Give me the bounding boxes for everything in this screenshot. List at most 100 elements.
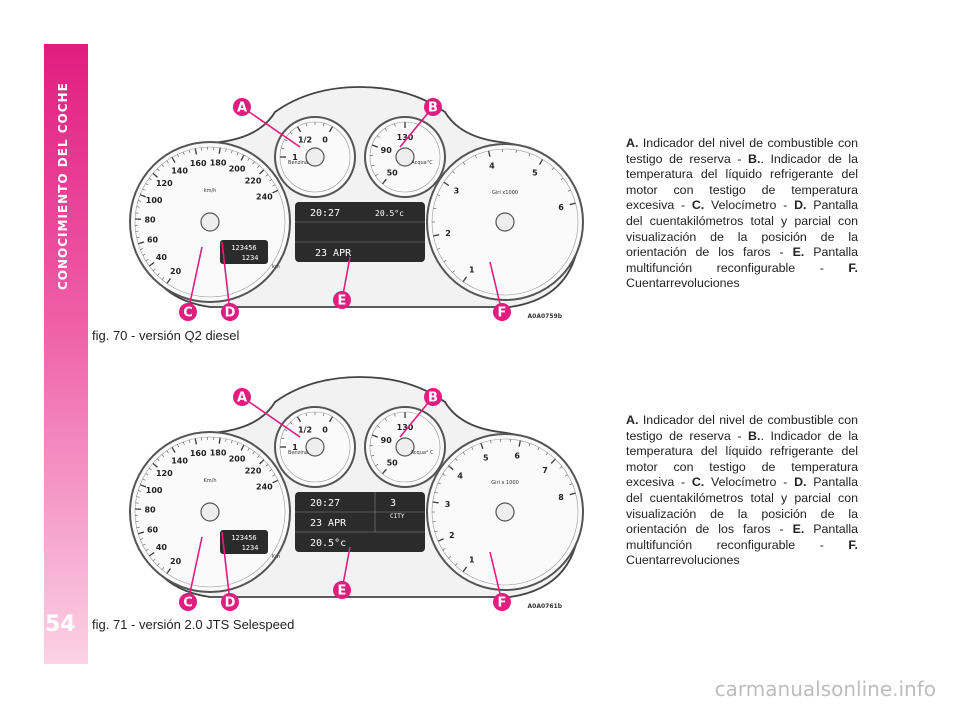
- speedometer-minor-tick: [171, 157, 174, 161]
- callout-c-leader: [187, 536, 203, 603]
- tachometer-minor-tick: [462, 569, 466, 572]
- fuel-gauge-minor-tick: [281, 437, 285, 440]
- speedometer-minor-tick: [272, 184, 276, 187]
- tachometer-tick-label: 2: [445, 229, 451, 238]
- odometer-display: [220, 530, 268, 554]
- speedometer-minor-tick: [231, 440, 233, 444]
- odometer-total: 123456: [231, 244, 256, 252]
- fuel-gauge-minor-tick: [305, 123, 308, 127]
- speedometer-minor-tick: [188, 149, 191, 153]
- description-key: A.: [626, 136, 639, 150]
- callout-d-letter: D: [225, 306, 236, 321]
- description-text: Velocímetro -: [704, 475, 795, 490]
- tachometer-minor-tick: [434, 530, 438, 533]
- callout-e-letter: E: [338, 294, 347, 309]
- speedometer-minor-tick: [156, 168, 160, 172]
- speedometer-minor-tick: [242, 444, 245, 448]
- tachometer-minor-tick: [537, 447, 540, 451]
- temperature-gauge-tick-label: 130: [397, 133, 414, 142]
- speedometer-minor-tick: [136, 206, 140, 208]
- speedometer-minor-tick: [166, 570, 169, 574]
- speedometer-minor-tick: [269, 179, 272, 182]
- speedometer-minor-tick: [225, 148, 227, 152]
- callout-e-marker: [333, 291, 351, 309]
- fuel-gauge-minor-tick: [281, 147, 285, 150]
- temperature-gauge-minor-tick: [394, 123, 396, 127]
- speedometer-minor-tick: [161, 454, 164, 458]
- description-key: E.: [792, 245, 805, 260]
- odometer-trip: 1234: [242, 544, 259, 552]
- tachometer-tick-label: 8: [558, 493, 564, 502]
- fuel-gauge-label: Benzina: [288, 450, 308, 456]
- callout-c-letter: C: [183, 596, 193, 611]
- description-text: . Indicador de la temperatura del líquid…: [626, 151, 858, 213]
- description-key: C.: [691, 198, 705, 213]
- speedometer-minor-tick: [194, 438, 197, 442]
- speedometer-minor-tick: [136, 526, 140, 528]
- callout-a-letter: A: [237, 101, 247, 116]
- callout-c-marker: [179, 303, 197, 321]
- temperature-gauge-minor-tick: [372, 144, 376, 147]
- tachometer-tick-label: 1: [469, 266, 475, 275]
- speedometer-minor-tick: [152, 463, 156, 466]
- display-temperature: 20.5°c: [375, 209, 404, 218]
- display-date: 23 APR: [310, 518, 347, 529]
- speedometer-tick-label: 20: [170, 557, 182, 566]
- speedometer-tick-label: 140: [171, 456, 188, 465]
- speedometer-minor-tick: [247, 447, 250, 451]
- callout-c-leader: [187, 246, 203, 313]
- speedometer-tick-label: 40: [156, 543, 168, 552]
- fuel-gauge-minor-tick: [330, 126, 333, 130]
- speedometer-tick-label: 240: [256, 483, 273, 492]
- callout-f-letter: F: [498, 596, 507, 611]
- tachometer-minor-tick: [567, 189, 571, 192]
- tachometer: 123456: [426, 143, 584, 301]
- tachometer-minor-tick: [572, 492, 576, 495]
- speedometer-tick-label: 180: [210, 449, 227, 458]
- speedometer-minor-tick: [140, 194, 144, 197]
- speedometer-tick-label: 60: [147, 525, 159, 534]
- speedometer-minor-tick: [236, 442, 239, 446]
- temperature-gauge-minor-tick: [375, 173, 379, 177]
- fuel-gauge-tick-label: 0: [322, 136, 328, 145]
- description-key: D.: [794, 198, 807, 213]
- speedometer-unit: km/h: [204, 188, 217, 194]
- tachometer-minor-tick: [519, 440, 521, 444]
- fuel-gauge-minor-tick: [290, 422, 293, 425]
- description-key: F.: [848, 537, 858, 552]
- speedometer-minor-tick: [261, 169, 265, 173]
- speedometer-minor-tick: [136, 236, 140, 238]
- fuel-gauge-tick-label: 1/2: [298, 426, 312, 435]
- speedometer-tick-label: 200: [229, 454, 246, 463]
- speedometer-minor-tick: [157, 273, 160, 276]
- speedometer-minor-tick: [145, 258, 149, 262]
- tachometer-hub: [495, 502, 515, 522]
- speedometer-minor-tick: [140, 248, 144, 250]
- description-key: B.: [748, 428, 761, 443]
- tachometer-minor-tick: [433, 207, 437, 209]
- fuel-gauge-minor-tick: [284, 139, 288, 142]
- speedometer-hub: [200, 502, 220, 522]
- tachometer-tick-label: 3: [454, 186, 460, 195]
- tachometer-minor-tick: [452, 270, 455, 273]
- speedometer-minor-tick: [142, 543, 146, 546]
- speedometer-tick-label: 40: [156, 253, 168, 262]
- tachometer-unit: Giri x 1000: [491, 480, 519, 486]
- speedometer-minor-tick: [149, 263, 152, 267]
- odometer-trip: 1234: [242, 254, 259, 262]
- temperature-gauge-tick-label: 90: [381, 436, 393, 445]
- tachometer-tick-label: 3: [445, 500, 451, 509]
- description-text: Pantalla del cuentakilómetros total y pa…: [626, 198, 858, 260]
- callout-e-letter: E: [338, 584, 347, 599]
- tachometer-minor-tick: [437, 247, 441, 250]
- temperature-gauge-label: Acqua° C: [410, 450, 434, 456]
- tachometer-minor-tick: [437, 194, 441, 197]
- tachometer-tick-label: 5: [532, 168, 538, 177]
- speedometer-minor-tick: [182, 441, 185, 445]
